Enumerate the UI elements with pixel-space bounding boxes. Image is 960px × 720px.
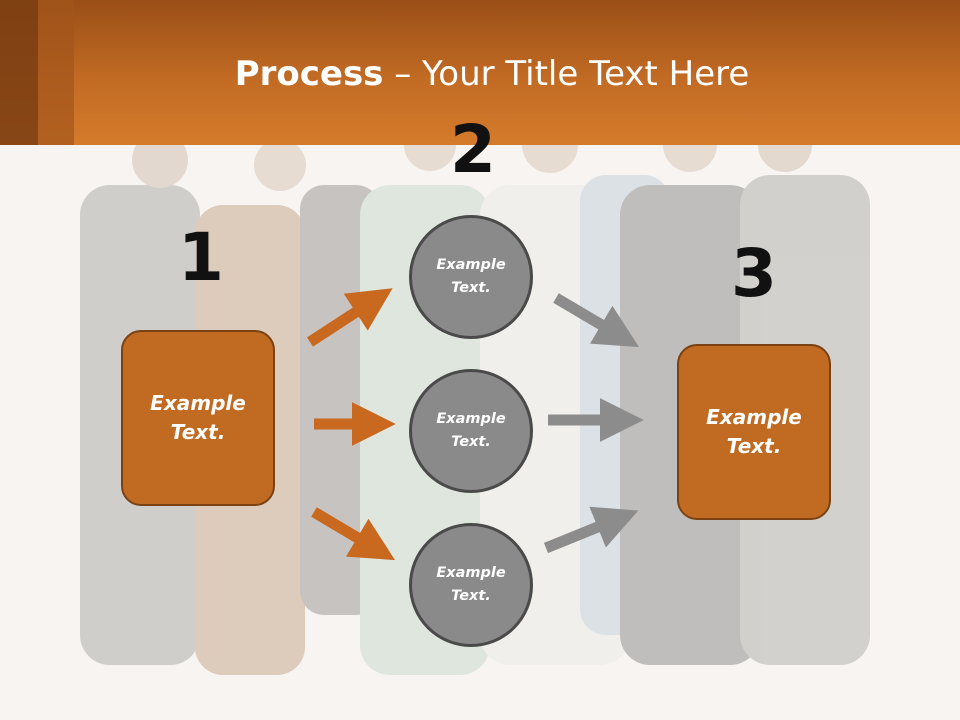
step-1-box[interactable]: Example Text. [121, 330, 275, 506]
header-stripe-dark [0, 0, 38, 145]
step-1-text: Example Text. [150, 391, 246, 444]
circle-middle-text: Example Text. [436, 411, 506, 450]
slide-title: Process – Your Title Text Here [0, 54, 960, 94]
step-3-box[interactable]: Example Text. [677, 344, 831, 520]
step-3-number: 3 [731, 235, 777, 312]
arrow-1-to-top [306, 288, 393, 347]
step-2-circle-bottom[interactable]: Example Text. [409, 523, 533, 647]
arrow-top-to-3 [553, 293, 640, 348]
step-2-circle-top[interactable]: Example Text. [409, 215, 533, 339]
arrow-1-to-bottom [311, 507, 396, 561]
step-2-circle-middle[interactable]: Example Text. [409, 369, 533, 493]
step-3-text: Example Text. [706, 405, 802, 458]
step-2-number: 2 [450, 111, 496, 188]
circle-bottom-text: Example Text. [436, 565, 506, 604]
step-1-number: 1 [178, 219, 224, 296]
title-bar: Process – Your Title Text Here [0, 0, 960, 145]
title-rest: – Your Title Text Here [383, 54, 750, 94]
header-stripe-light [38, 0, 74, 145]
title-bold: Process [234, 54, 384, 94]
circle-top-text: Example Text. [436, 257, 506, 296]
arrow-bottom-to-3 [543, 506, 639, 554]
